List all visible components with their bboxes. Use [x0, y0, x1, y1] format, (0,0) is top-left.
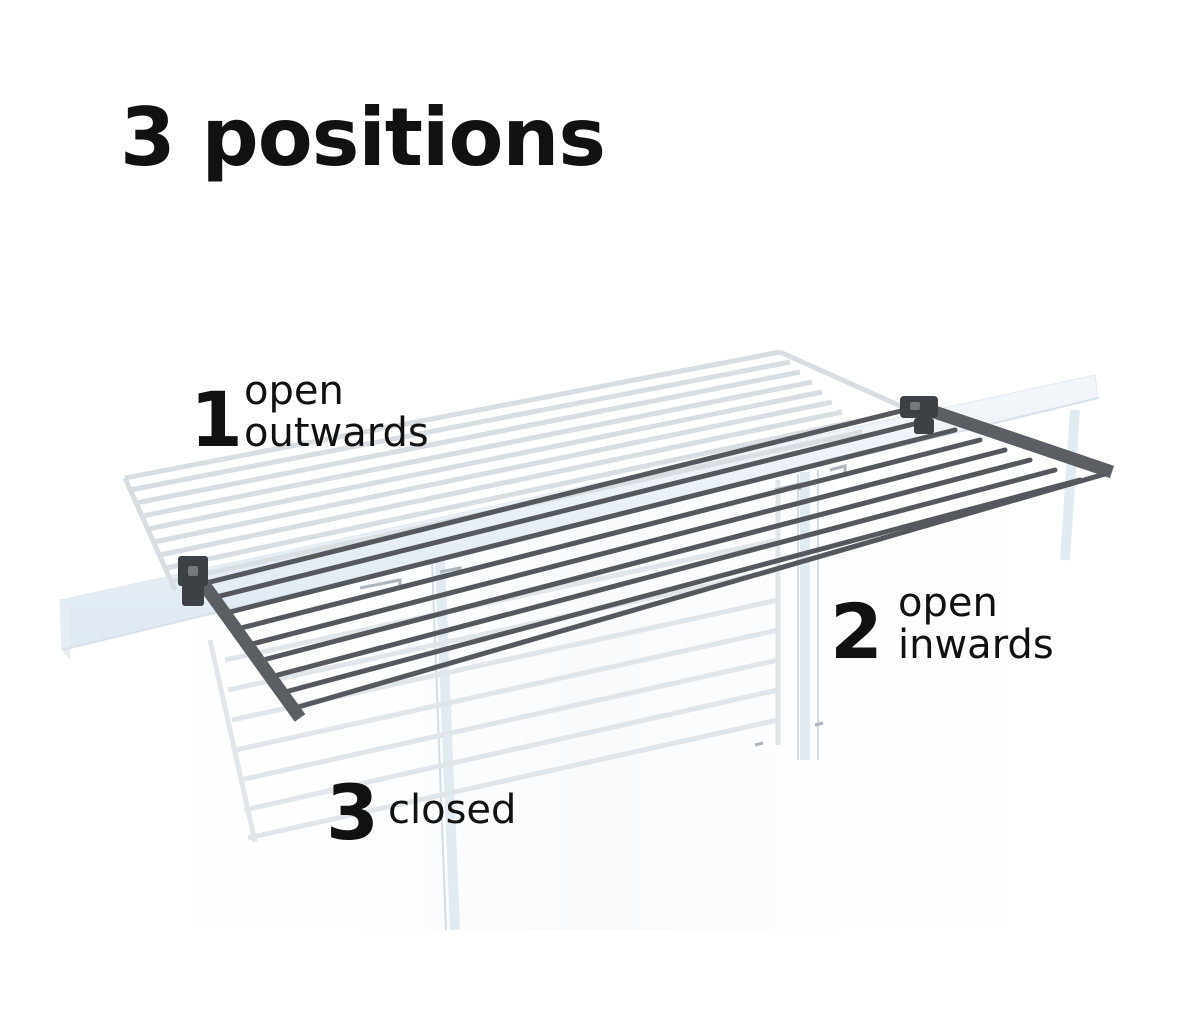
position-1-line2: outwards [244, 410, 429, 456]
position-3-number: 3 [326, 768, 379, 857]
position-3-line1: closed [388, 787, 517, 833]
position-2-line1: open [898, 580, 998, 626]
position-1-description: open outwards [244, 370, 429, 454]
position-3-description: closed [388, 789, 516, 831]
position-2-description: open inwards [898, 582, 1054, 666]
position-1-line1: open [244, 368, 344, 414]
position-2-line2: inwards [898, 622, 1054, 668]
page-title: 3 positions [120, 91, 606, 184]
position-1-number: 1 [190, 375, 243, 464]
position-2-number: 2 [830, 587, 883, 676]
